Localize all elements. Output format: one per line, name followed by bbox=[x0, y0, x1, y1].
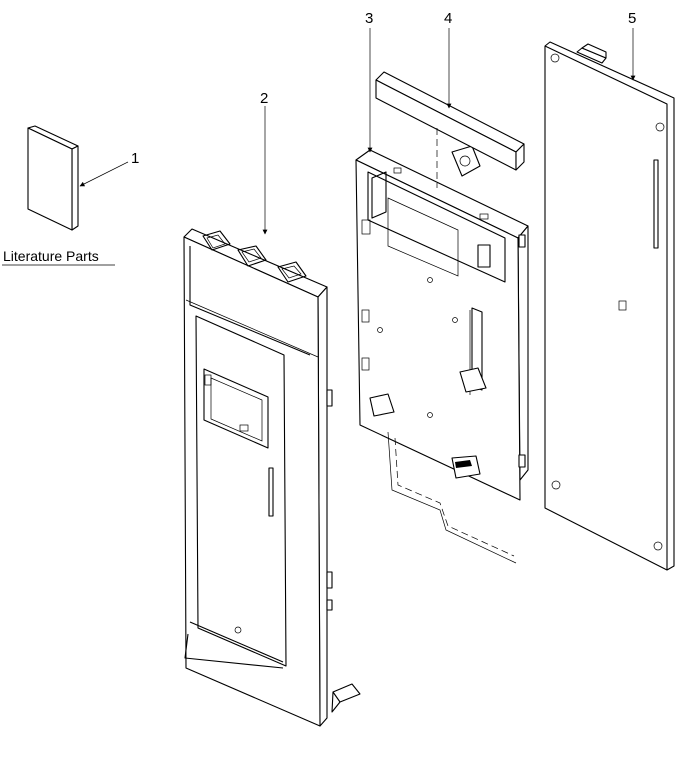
part-4-bar bbox=[375, 71, 525, 171]
callout-5: 5 bbox=[628, 10, 636, 27]
callout-3: 3 bbox=[365, 10, 373, 27]
callout-1: 1 bbox=[131, 150, 139, 167]
literature-parts-caption: Literature Parts bbox=[3, 248, 99, 264]
part-3-control-board-bracket bbox=[355, 145, 529, 564]
part-2-control-panel-frame bbox=[183, 228, 361, 727]
part-1-literature-booklet bbox=[27, 125, 79, 231]
callout-4: 4 bbox=[444, 10, 452, 27]
callout-2: 2 bbox=[260, 90, 268, 107]
callout-leaders bbox=[79, 28, 636, 235]
part-5-circuit-board bbox=[544, 41, 675, 571]
leader-1 bbox=[79, 161, 129, 187]
